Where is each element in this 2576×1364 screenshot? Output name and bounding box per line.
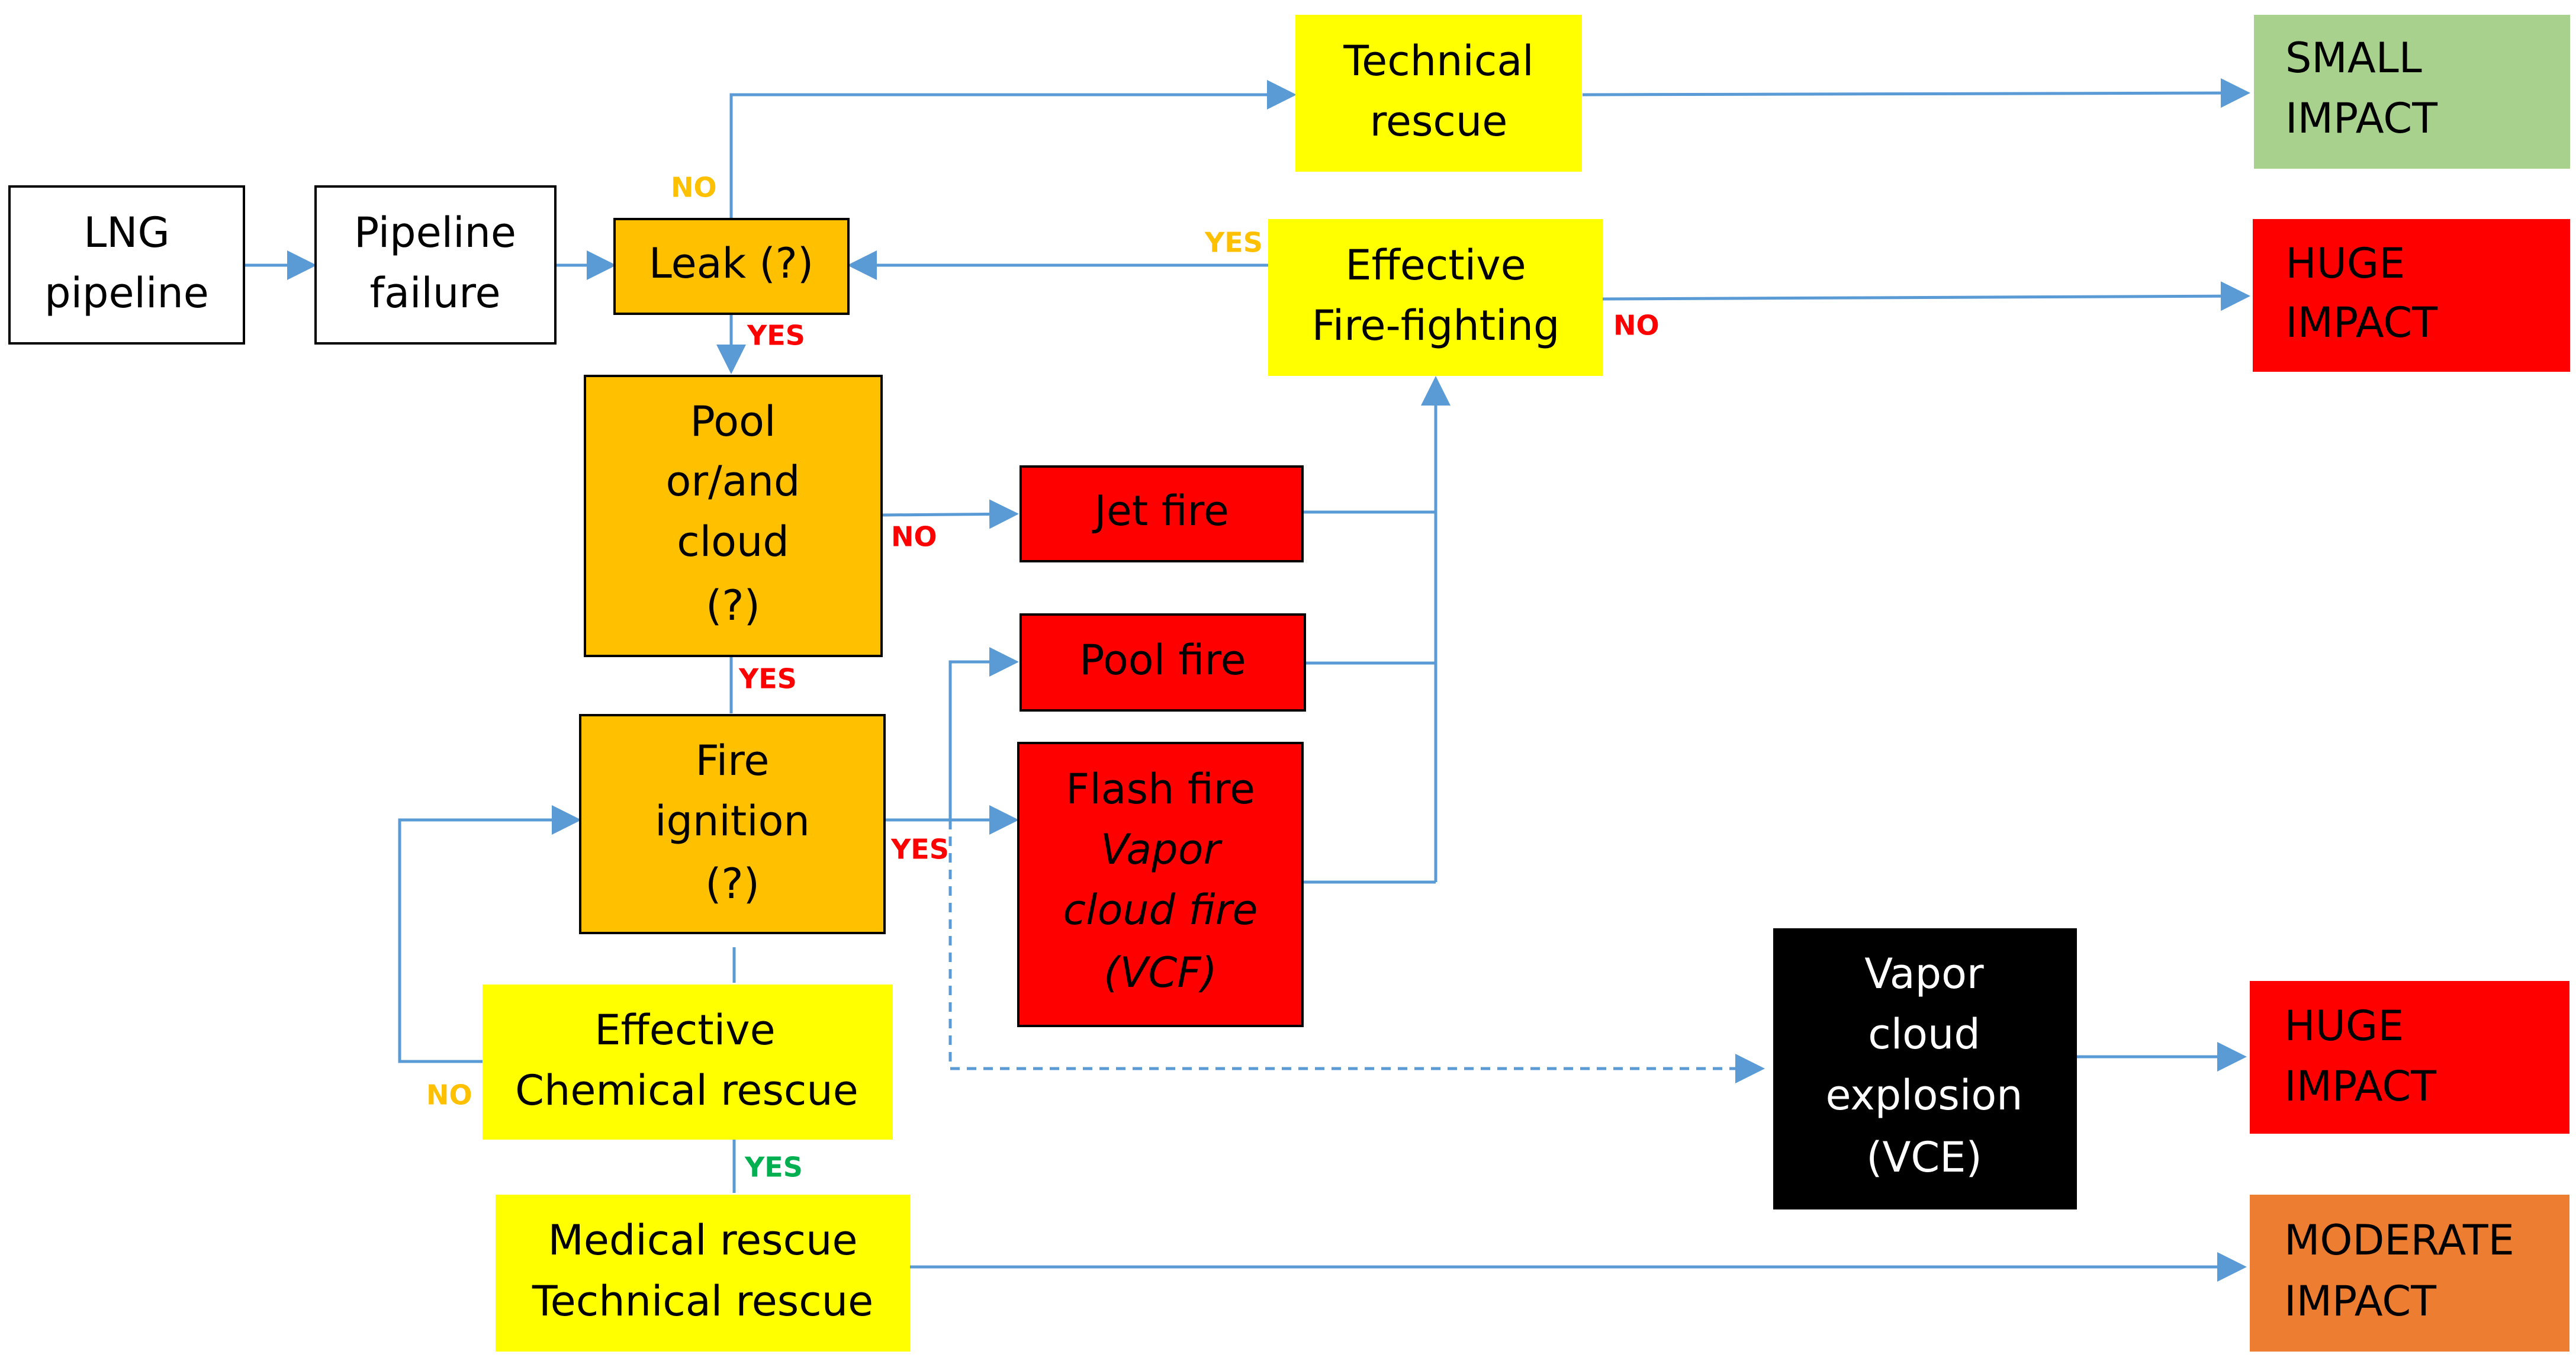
huge-impact-1-line-1: HUGE (2285, 239, 2405, 288)
pool-cloud-node: Pool or/and cloud (?) (584, 375, 883, 657)
flash-fire-line-1: Flash fire (1066, 765, 1255, 813)
connectors (244, 78, 2250, 1282)
pool-fire-text: Pool fire (1079, 636, 1246, 684)
connector-ignition-to-pool-fire (948, 647, 1019, 820)
huge-impact-2-line-1: HUGE (2284, 1002, 2404, 1050)
vce-line-1: Vapor (1864, 950, 1984, 998)
flash-fire-line-3: cloud fire (1063, 886, 1258, 934)
lng-pipeline-line-1: LNG (83, 208, 170, 257)
pipeline-failure-line-1: Pipeline (354, 208, 516, 257)
connector-firefighting-to-huge-impact (1602, 281, 2250, 311)
moderate-impact-node: MODERATE IMPACT (2250, 1195, 2569, 1352)
small-impact-line-2: IMPACT (2285, 94, 2437, 143)
vce-line-2: cloud (1868, 1010, 1980, 1059)
lng-pipeline-line-2: pipeline (44, 269, 209, 317)
technical-rescue-line-2: rescue (1370, 97, 1508, 146)
ignition-yes-label: YES (890, 834, 949, 866)
jet-fire-node: Jet fire (1020, 465, 1304, 562)
flash-fire-line-4: (VCF) (1104, 948, 1217, 997)
connector-chemical-rescue-loop-to-ignition (398, 805, 581, 1063)
pool-cloud-line-4: (?) (706, 581, 760, 630)
firefighting-line-1: Effective (1345, 241, 1526, 289)
flash-fire-node: Flash fire Vapor cloud fire (VCF) (1017, 742, 1304, 1027)
leak-no-label: NO (671, 172, 717, 204)
medical-technical-rescue-node: Medical rescue Technical rescue (496, 1195, 910, 1352)
firefighting-no-label: NO (1613, 310, 1660, 342)
medical-rescue-line-1: Medical rescue (548, 1216, 857, 1265)
moderate-impact-line-2: IMPACT (2284, 1277, 2436, 1326)
fire-ignition-line-1: Fire (696, 736, 770, 785)
leak-yes-label: YES (747, 320, 805, 352)
technical-rescue-node: Technical rescue (1295, 15, 1582, 172)
vce-line-4: (VCE) (1866, 1133, 1982, 1182)
fire-ignition-line-3: (?) (705, 860, 760, 908)
medical-rescue-line-2: Technical rescue (532, 1277, 873, 1326)
chemical-rescue-line-2: Chemical rescue (515, 1066, 858, 1115)
firefighting-yes-label: YES (1204, 227, 1263, 259)
small-impact-node: SMALL IMPACT (2254, 15, 2570, 169)
effective-chemical-rescue-node: Effective Chemical rescue (483, 985, 893, 1140)
flash-fire-line-2: Vapor (1101, 825, 1223, 874)
firefighting-line-2: Fire-fighting (1312, 301, 1560, 350)
huge-impact-1-line-2: IMPACT (2285, 298, 2437, 347)
pool-cloud-line-3: cloud (677, 517, 789, 566)
fire-ignition-node: Fire ignition (?) (579, 714, 886, 934)
pipeline-failure-node: Pipeline failure (314, 185, 557, 345)
pipeline-failure-line-2: failure (369, 269, 500, 317)
jet-fire-text: Jet fire (1092, 487, 1229, 535)
connector-leak-to-technical-rescue (729, 80, 1297, 219)
vce-line-3: explosion (1825, 1071, 2022, 1119)
huge-impact-node-1: HUGE IMPACT (2253, 219, 2570, 372)
pool-fire-node: Pool fire (1020, 613, 1306, 712)
moderate-impact-line-1: MODERATE (2284, 1216, 2514, 1265)
connector-ignition-to-vce (948, 820, 1765, 1083)
pool-cloud-line-1: Pool (690, 397, 776, 446)
pool-yes-label: YES (738, 663, 797, 695)
chemical-rescue-line-1: Effective (594, 1006, 775, 1054)
leak-text: Leak (?) (649, 239, 813, 288)
pool-no-label: NO (891, 521, 937, 553)
chemical-yes-label: YES (744, 1151, 803, 1183)
pool-cloud-line-2: or/and (666, 457, 800, 506)
chemical-no-label: NO (426, 1079, 472, 1111)
effective-firefighting-node: Effective Fire-fighting (1268, 219, 1603, 376)
small-impact-line-1: SMALL (2285, 34, 2422, 82)
lng-pipeline-node: LNG pipeline (8, 185, 245, 345)
leak-node: Leak (?) (613, 218, 850, 315)
fire-ignition-line-2: ignition (655, 797, 810, 845)
huge-impact-2-line-2: IMPACT (2284, 1062, 2436, 1111)
technical-rescue-line-1: Technical (1343, 37, 1533, 85)
huge-impact-node-2: HUGE IMPACT (2250, 981, 2569, 1134)
connector-pool-to-jet-fire (881, 499, 1019, 529)
connector-technical-rescue-to-small-impact (1582, 78, 2250, 108)
vce-node: Vapor cloud explosion (VCE) (1773, 928, 2077, 1209)
